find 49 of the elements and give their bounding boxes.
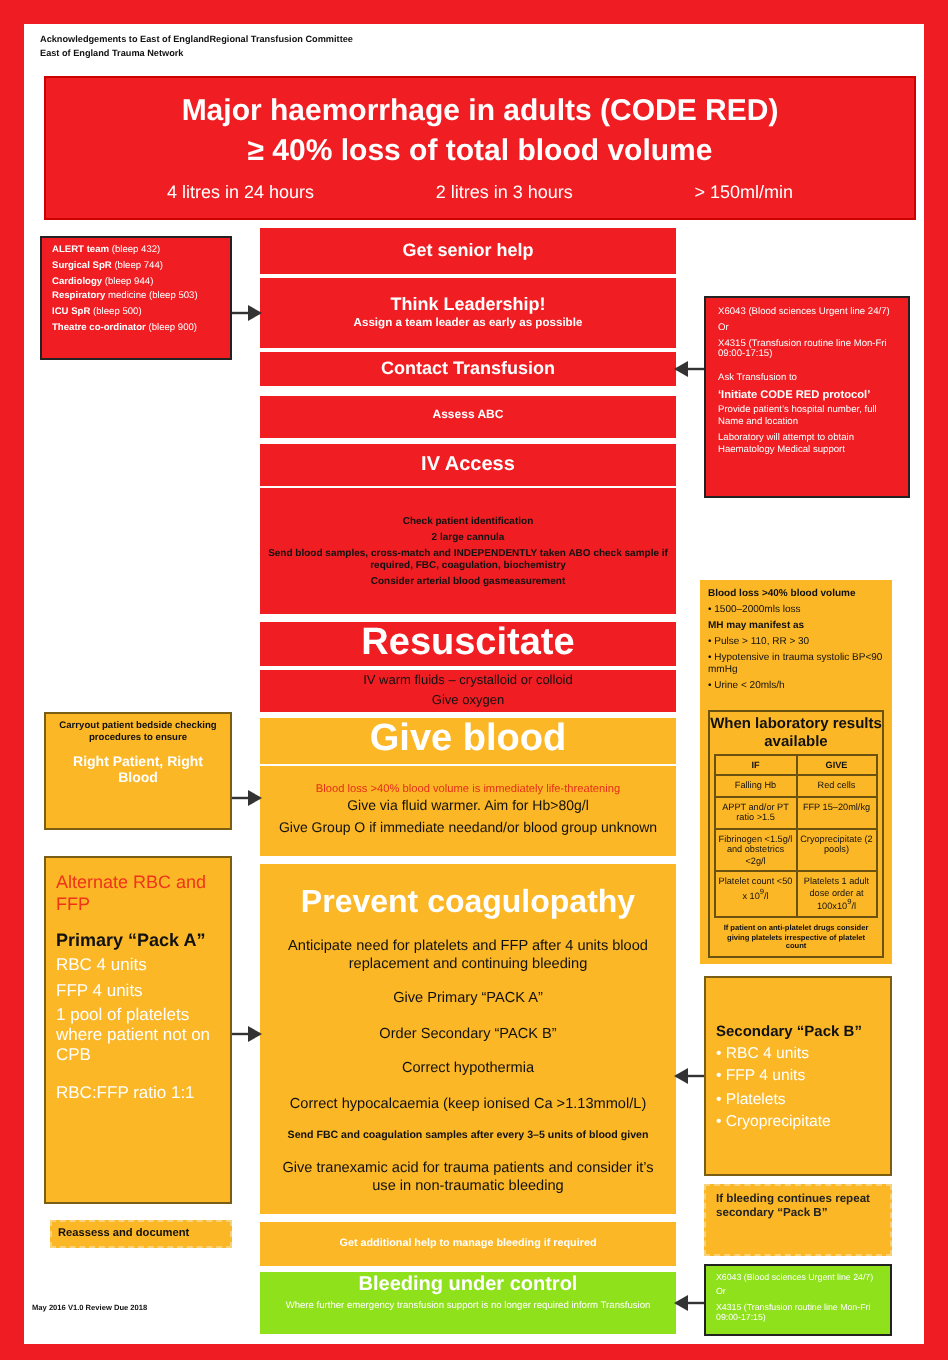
step-box bbox=[260, 864, 676, 1214]
callout-box bbox=[44, 712, 232, 830]
box-heading: Give blood bbox=[367, 718, 569, 764]
box-heading: Think Leadership! bbox=[388, 293, 548, 315]
step-box bbox=[260, 1272, 676, 1334]
box-heading: Primary “Pack A” bbox=[56, 929, 208, 951]
pointer-arrow bbox=[674, 1295, 704, 1311]
callout-box bbox=[704, 976, 892, 1176]
box-heading: IV Access bbox=[419, 453, 517, 477]
box-heading: Contact Transfusion bbox=[378, 358, 557, 380]
instruction-text: RBC 4 units bbox=[56, 954, 149, 976]
box-heading: Bleeding under control bbox=[356, 1274, 580, 1298]
box-heading: ≥ 40% loss of total blood volume bbox=[245, 133, 715, 170]
instruction-text: 2 litres in 3 hours bbox=[435, 181, 573, 203]
pointer-arrow bbox=[674, 361, 704, 377]
callout-box bbox=[704, 1264, 892, 1336]
callout-box bbox=[40, 236, 232, 360]
box-heading: Get senior help bbox=[400, 240, 536, 262]
step-box bbox=[260, 278, 676, 348]
instruction-text: Alternate RBC and FFP bbox=[56, 872, 209, 916]
pointer-arrow bbox=[232, 305, 262, 321]
info-panel bbox=[700, 580, 892, 964]
step-box bbox=[260, 352, 676, 386]
pointer-arrow bbox=[232, 790, 262, 806]
step-box bbox=[260, 444, 676, 486]
box-heading: Major haemorrhage in adults (CODE RED) bbox=[179, 93, 781, 130]
callout-box bbox=[704, 296, 910, 498]
pointer-arrow bbox=[232, 1026, 262, 1042]
note-box bbox=[704, 1184, 892, 1256]
step-box bbox=[260, 766, 676, 856]
note-box bbox=[50, 1220, 232, 1248]
step-box bbox=[260, 670, 676, 712]
instruction-text: FFP 4 units bbox=[56, 979, 145, 1000]
pointer-arrow bbox=[674, 1068, 704, 1084]
instruction-text: RBC:FFP ratio 1:1 bbox=[56, 1082, 197, 1104]
results-table bbox=[708, 709, 884, 958]
step-box bbox=[260, 1222, 676, 1266]
instruction-text: > 150ml/min bbox=[694, 181, 794, 203]
instruction-text: 4 litres in 24 hours bbox=[166, 181, 314, 203]
step-box bbox=[260, 622, 676, 666]
title-banner bbox=[44, 76, 916, 220]
instruction-text: 1 pool of platelets where patient not on CPB bbox=[56, 1003, 213, 1065]
callout-box bbox=[44, 856, 232, 1204]
step-box bbox=[260, 718, 676, 764]
box-heading: Prevent coagulopathy bbox=[298, 883, 638, 922]
box-heading: Resuscitate bbox=[359, 621, 577, 667]
step-box bbox=[260, 396, 676, 438]
step-box bbox=[260, 488, 676, 614]
step-box bbox=[260, 228, 676, 274]
